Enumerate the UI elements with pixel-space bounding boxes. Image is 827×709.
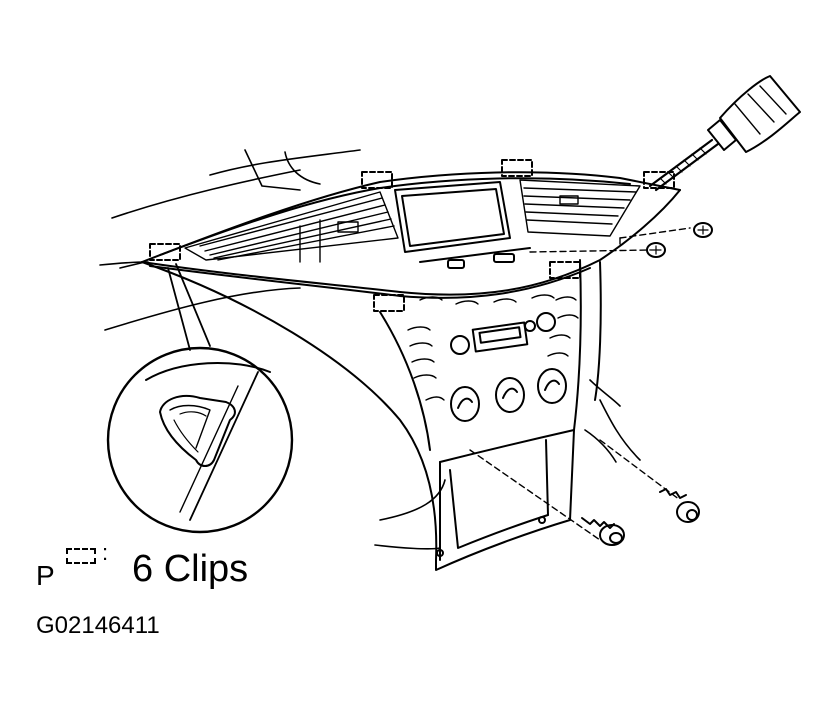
dashboard-background xyxy=(100,150,640,549)
screw-icon xyxy=(660,489,699,522)
legend-text: 6 Clips xyxy=(132,548,249,590)
climate-knobs xyxy=(451,369,566,421)
dashed-clip-marker-icon xyxy=(362,172,392,188)
control-panel-slots xyxy=(408,295,578,400)
dashed-clip-marker-icon xyxy=(502,160,532,176)
loose-clips xyxy=(647,223,712,257)
legend-colon: : xyxy=(102,540,109,565)
clip-detail-icon xyxy=(160,396,235,466)
clip-detail-icon xyxy=(694,223,712,237)
dashed-clip-marker-icon xyxy=(150,244,180,260)
figure-id: G02146411 xyxy=(36,612,160,639)
clip-detail-icon xyxy=(647,243,665,257)
clip-markers xyxy=(150,160,674,311)
dashed-clip-marker-icon xyxy=(66,548,96,564)
dashed-clip-marker-icon xyxy=(550,262,580,278)
clip-detail-callout xyxy=(108,264,292,532)
dashed-clip-marker-icon xyxy=(374,295,404,311)
legend-prefix: P xyxy=(36,560,55,591)
center-cluster-panel xyxy=(142,172,680,570)
screw-icon xyxy=(582,518,624,545)
right-air-vent xyxy=(520,180,640,236)
radio-unit xyxy=(451,313,555,354)
left-air-vent xyxy=(185,192,398,262)
display-screen xyxy=(395,182,530,268)
screwdriver-icon xyxy=(650,76,800,190)
